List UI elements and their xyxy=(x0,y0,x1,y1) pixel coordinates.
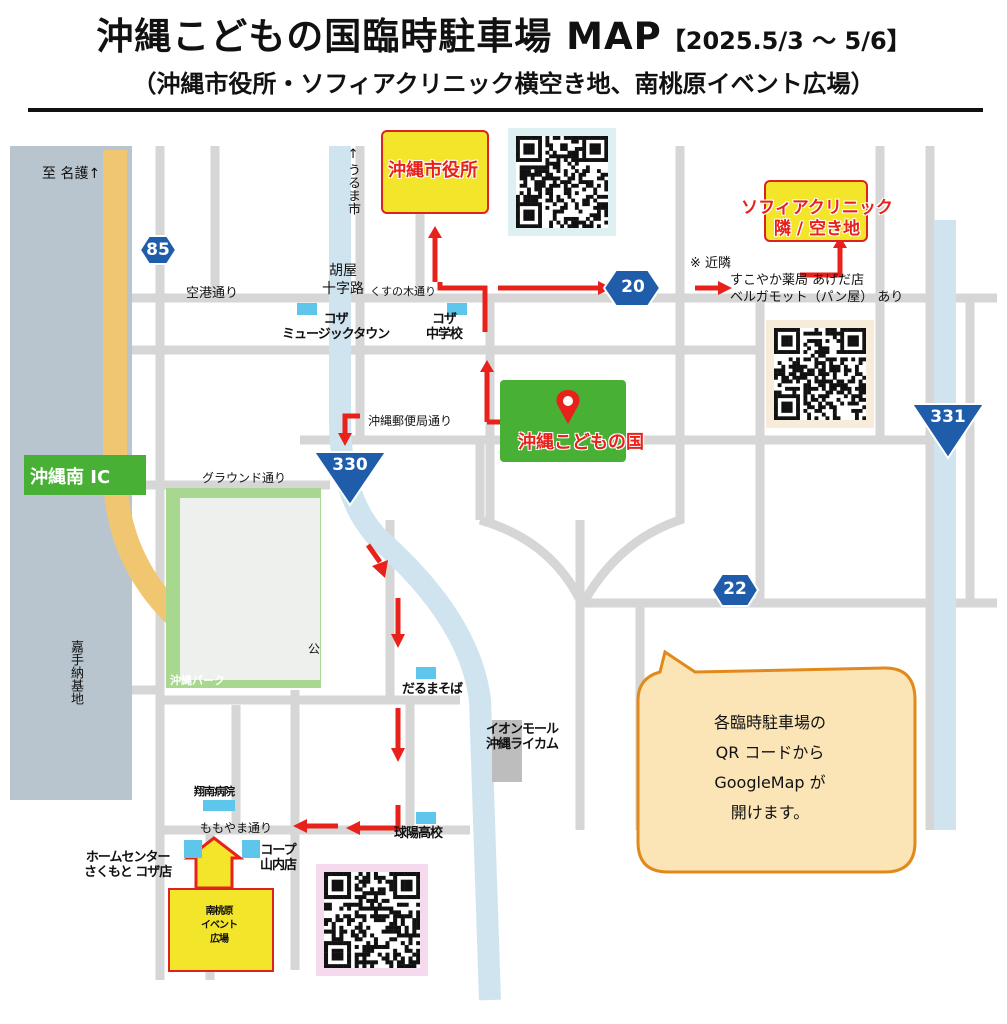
route-22-label: 22 xyxy=(723,579,747,599)
bubble-line2: QR コードから xyxy=(715,743,825,762)
pin-icon xyxy=(556,390,580,424)
route-arrows xyxy=(207,226,847,880)
sophia-label-line1: ソフィアクリニック xyxy=(741,198,893,218)
nearby-line3: ベルガモット（パン屋） あり xyxy=(730,290,904,305)
bubble-line1: 各臨時駐車場の xyxy=(713,713,826,732)
qr-code-sophia[interactable] xyxy=(766,320,874,428)
sophia-label-line2: 隣 / 空き地 xyxy=(773,219,861,239)
nago-label: 至 名護↑ xyxy=(42,166,101,182)
ic-badge xyxy=(24,455,146,495)
kusunoki-street-label: くすの木通り xyxy=(370,285,436,298)
minami-label-line3: 広場 xyxy=(210,934,229,945)
route-85-label: 85 xyxy=(146,240,170,260)
aeon-line2: 沖縄ライカム xyxy=(486,737,559,752)
kyuyo-label: 球陽高校 xyxy=(394,826,443,841)
minami-label-line2: イベント xyxy=(201,920,238,931)
qr-code-city-hall[interactable] xyxy=(508,128,616,236)
coop-line2: 山内店 xyxy=(260,858,297,873)
aeon-label: イオンモール 沖縄ライカム xyxy=(486,722,559,752)
map-subtitle: （沖縄市役所・ソフィアクリニック横空き地、南桃原イベント広場） xyxy=(132,70,875,98)
minami-label: 南桃原 イベント 広場 xyxy=(168,905,270,947)
aeon-block xyxy=(492,720,522,782)
park-label-1: 公 xyxy=(308,642,321,656)
goya-label-line2: 十字路 xyxy=(322,281,364,297)
goya-label-line1: 胡屋 xyxy=(329,263,357,279)
city-hall-label: 沖縄市役所 xyxy=(388,160,478,181)
qr-code-minami[interactable] xyxy=(316,864,428,976)
kadena-label: 嘉手納基地 xyxy=(68,640,83,705)
park-label-2: 沖縄パーク xyxy=(170,674,225,687)
homecenter-line2: さくもと コザ店 xyxy=(84,865,172,880)
koza-jhs-marker xyxy=(447,303,467,315)
homecenter-line1: ホームセンター xyxy=(85,850,171,865)
sophia-box xyxy=(764,180,868,242)
momoyama-street-label: ももやま通り xyxy=(200,821,273,835)
info-bubble xyxy=(636,649,917,874)
shonan-label: 翔南病院 xyxy=(194,785,235,798)
bubble-line4: 開けます。 xyxy=(730,803,810,822)
qr-sophia-graphic xyxy=(774,328,866,420)
qr-minami-graphic xyxy=(324,872,420,968)
koza-jhs-label: コザ 中学校 xyxy=(426,312,463,342)
koza-music-line2: ミュージックタウン xyxy=(282,327,390,342)
kyuyo-marker xyxy=(416,812,436,824)
map-title: 沖縄こどもの国臨時駐車場 MAP【2025.5/3 ～ 5/6】 xyxy=(0,6,1007,60)
sophia-label: ソフィアクリニック 隣 / 空き地 xyxy=(712,198,922,240)
info-bubble-text: 各臨時駐車場の QR コードから GoogleMap が 開けます。 xyxy=(650,708,890,828)
route-330-label: 330 xyxy=(332,455,368,475)
kodomo-label: 沖縄こどもの国 xyxy=(518,432,644,453)
map-title-date: 【2025.5/3 ～ 5/6】 xyxy=(661,27,911,55)
koza-music-label: コザ ミュージックタウン xyxy=(282,312,390,342)
minami-label-line1: 南桃原 xyxy=(205,906,234,917)
homecenter-label: ホームセンター さくもと コザ店 xyxy=(84,850,172,880)
minami-box xyxy=(168,888,274,972)
nearby-line2: すこやか薬局 あげだ店 xyxy=(730,273,865,288)
uruma-label: ← うるま市 xyxy=(345,148,360,216)
blurred-region xyxy=(180,498,320,680)
koza-jhs-line1: コザ xyxy=(432,312,457,327)
title-divider xyxy=(28,108,983,112)
ic-label: 沖縄南 IC xyxy=(30,467,111,488)
daruma-label: だるまそば xyxy=(402,682,463,697)
route-331-label: 331 xyxy=(930,407,966,427)
daruma-marker xyxy=(416,667,436,679)
aeon-line1: イオンモール xyxy=(486,722,559,737)
shonan-marker xyxy=(203,800,235,811)
kuko-street-label: 空港通り xyxy=(186,286,239,301)
route-shields xyxy=(138,235,986,607)
nearby-line1: ※ 近隣 xyxy=(690,256,732,271)
nearby-note: ※ 近隣 すこやか薬局 あげだ店 ベルガモット（パン屋） あり xyxy=(690,255,903,306)
ground-street-label: グラウンド通り xyxy=(202,471,287,485)
route-20-label: 20 xyxy=(621,277,645,297)
koza-music-line1: コザ xyxy=(323,312,349,327)
goya-label: 胡屋 十字路 xyxy=(322,262,364,298)
homecenter-marker xyxy=(184,840,202,858)
koza-jhs-line2: 中学校 xyxy=(426,327,463,342)
bubble-line3: GoogleMap が xyxy=(714,773,826,792)
coop-label: コープ 山内店 xyxy=(260,843,297,873)
koza-music-marker xyxy=(297,303,317,315)
yubinkyoku-street-label: 沖縄郵便局通り xyxy=(368,414,453,428)
map-title-main: 沖縄こどもの国臨時駐車場 MAP xyxy=(96,15,662,58)
qr-city-hall-graphic xyxy=(516,136,608,228)
coop-line1: コープ xyxy=(260,843,296,858)
city-hall-box xyxy=(381,130,489,214)
coop-marker xyxy=(242,840,260,858)
